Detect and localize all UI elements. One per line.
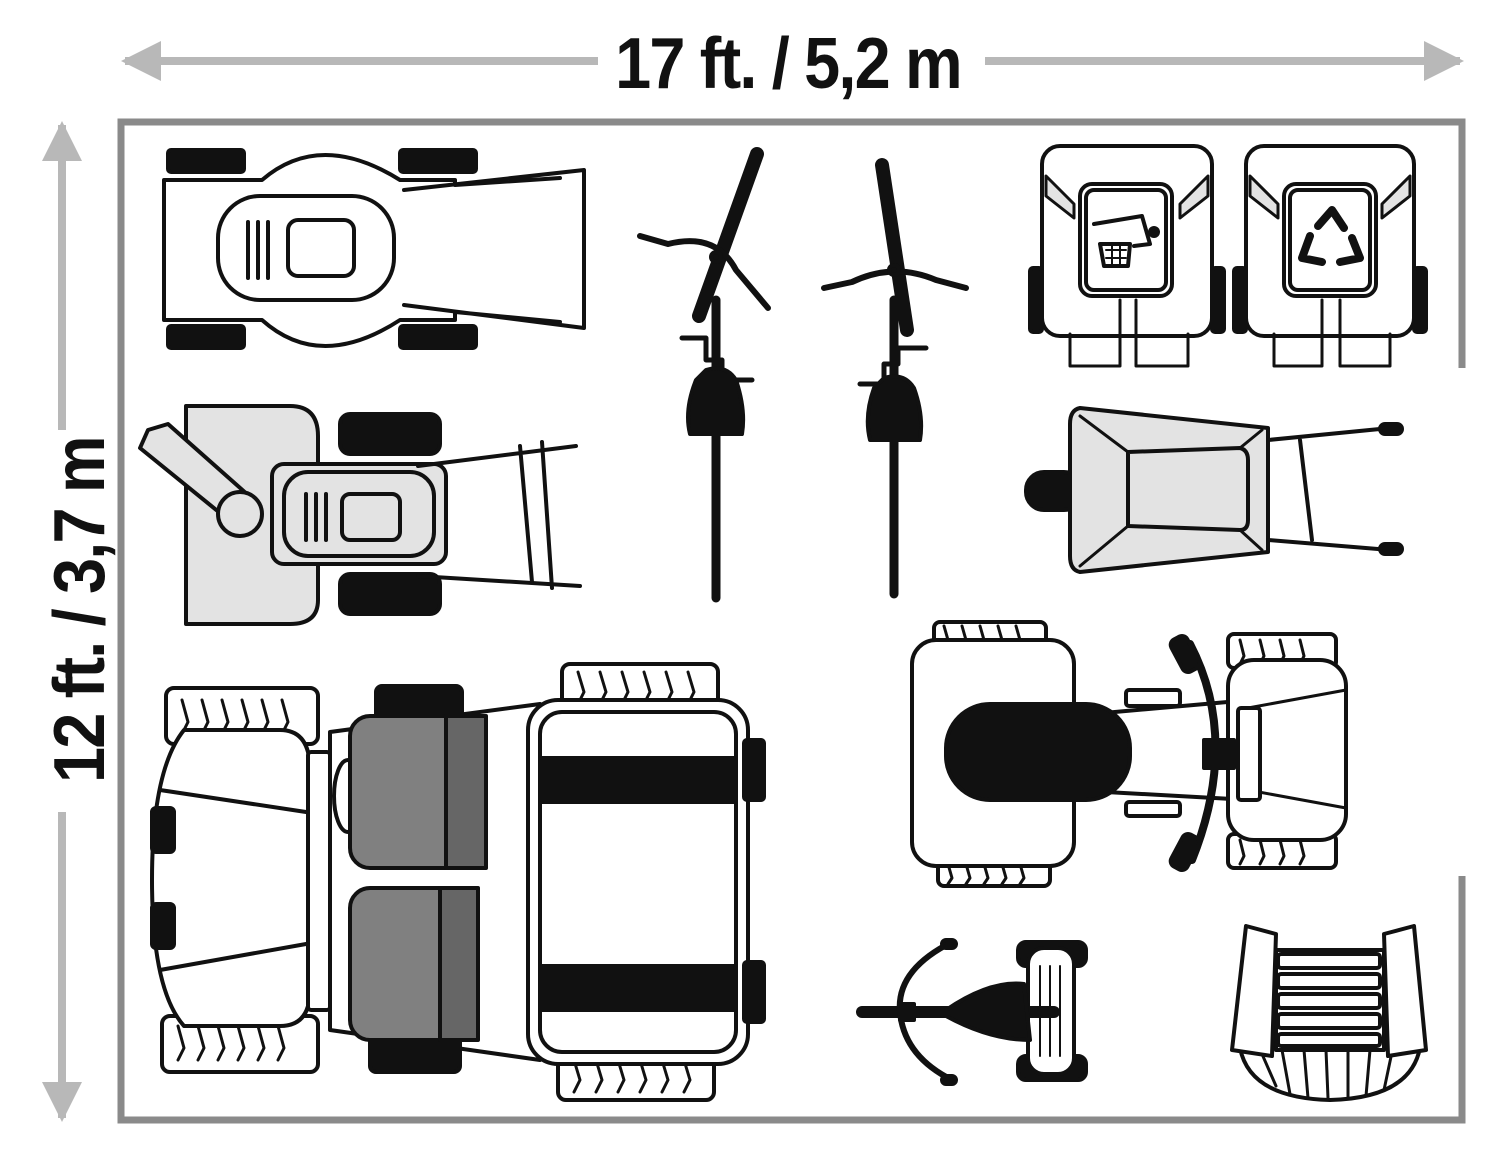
- kids-tricycle-icon: [856, 938, 1088, 1086]
- room-outline: [117, 118, 1466, 1124]
- trash-bin-icon: [1028, 144, 1226, 368]
- height-dimension-label: 12 ft. / 3,7 m: [40, 437, 120, 783]
- lawn-chair-icon: [1230, 924, 1428, 1102]
- garden-tractor-icon: [910, 620, 1348, 888]
- lawn-mower-icon: [162, 148, 586, 350]
- bicycle-icon: [637, 147, 771, 603]
- recycle-bin-icon: [1232, 144, 1428, 368]
- width-dimension-label: 17 ft. / 5,2 m: [615, 24, 963, 104]
- riding-tractor-icon: [150, 662, 766, 1102]
- snow-blower-icon: [138, 404, 582, 626]
- wheelbarrow-icon: [1024, 406, 1404, 574]
- bicycle-icon: [821, 158, 969, 599]
